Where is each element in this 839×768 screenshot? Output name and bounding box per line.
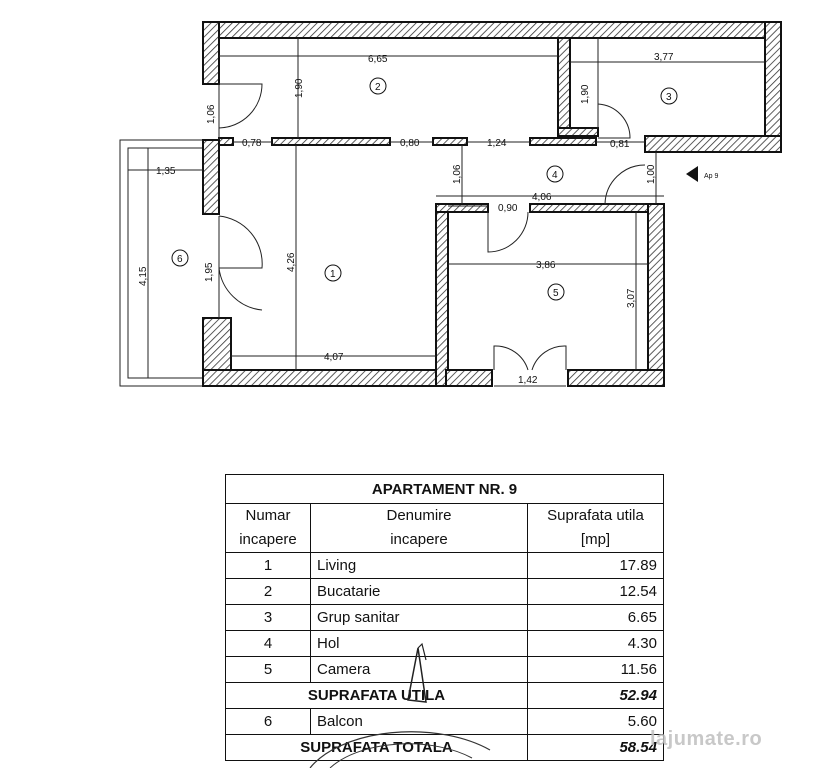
dim-label: 3,77 xyxy=(654,52,674,63)
room-number-5: 5 xyxy=(553,288,559,299)
watermark: lajumate.ro xyxy=(650,728,763,750)
room-number-cell: 4 xyxy=(225,630,311,657)
header-line: incapere xyxy=(390,531,448,548)
dim-label: 4,15 xyxy=(138,266,149,286)
room-name-cell: Grup sanitar xyxy=(310,604,528,631)
dim-label: 0,81 xyxy=(610,139,630,150)
dim-label: 0,90 xyxy=(498,203,518,214)
dim-label: 3,86 xyxy=(536,260,556,271)
dim-label: 1,42 xyxy=(518,375,538,386)
walls xyxy=(202,21,782,387)
dim-label: 4,07 xyxy=(324,352,344,363)
room-area-cell: 5.60 xyxy=(527,708,664,735)
table-row: 3 Grup sanitar 6.65 xyxy=(225,604,664,631)
header-line: Denumire xyxy=(386,507,452,524)
room-area-cell: 17.89 xyxy=(527,552,664,579)
floor-plan: 6,65 1,90 3,77 1,90 1,06 0,78 0,80 1,24 … xyxy=(119,21,782,387)
dimension-labels: 6,65 1,90 3,77 1,90 1,06 0,78 0,80 1,24 … xyxy=(138,52,674,386)
table-row: 5 Camera 11.56 xyxy=(225,656,664,683)
room-name-cell: Bucatarie xyxy=(310,578,528,605)
room-area-cell: 12.54 xyxy=(527,578,664,605)
room-number-2: 2 xyxy=(375,82,381,93)
table-title: APARTAMENT NR. 9 xyxy=(225,474,664,504)
dim-label: 4,26 xyxy=(286,252,297,272)
header-line: incapere xyxy=(239,531,297,548)
dim-label: 1,35 xyxy=(156,166,176,177)
dim-label: 1,90 xyxy=(580,84,591,104)
room-area-cell: 11.56 xyxy=(527,656,664,683)
table-row: 2 Bucatarie 12.54 xyxy=(225,578,664,605)
room-area-cell: 6.65 xyxy=(527,604,664,631)
entrance-marker: Ap 9 xyxy=(686,166,719,182)
room-number-1: 1 xyxy=(330,269,336,280)
room-number-4: 4 xyxy=(552,170,558,181)
col-header-name: Denumire incapere xyxy=(310,503,528,553)
room-number-cell: 2 xyxy=(225,578,311,605)
dim-label: 3,07 xyxy=(626,288,637,308)
balcony-outline xyxy=(119,139,203,387)
apartment-area-table: APARTAMENT NR. 9 Numar incapere Denumire… xyxy=(225,474,664,761)
total-value: 58.54 xyxy=(527,734,664,761)
subtotal-value: 52.94 xyxy=(527,682,664,709)
dim-label: 0,80 xyxy=(400,138,420,149)
room-name-cell: Living xyxy=(310,552,528,579)
entrance-label: Ap 9 xyxy=(704,173,719,180)
room-number-cell: 3 xyxy=(225,604,311,631)
room-name-cell: Camera xyxy=(310,656,528,683)
room-number-cell: 5 xyxy=(225,656,311,683)
room-markers: 2 3 4 6 1 5 xyxy=(171,77,678,301)
dim-label: 0,78 xyxy=(242,138,262,149)
dim-label: 1,90 xyxy=(294,78,305,98)
header-line: [mp] xyxy=(580,531,611,548)
room-area-cell: 4.30 xyxy=(527,630,664,657)
room-number-cell: 6 xyxy=(225,708,311,735)
room-number-cell: 1 xyxy=(225,552,311,579)
header-line: Numar xyxy=(245,507,291,524)
col-header-area: Suprafata utila [mp] xyxy=(527,503,664,553)
col-header-number: Numar incapere xyxy=(225,503,311,553)
dim-label: 4,06 xyxy=(532,192,552,203)
table-row: 4 Hol 4.30 xyxy=(225,630,664,657)
dim-label: 6,65 xyxy=(368,54,388,65)
dim-label: 1,24 xyxy=(487,138,507,149)
room-name-cell: Balcon xyxy=(310,708,528,735)
room-number-6: 6 xyxy=(177,254,183,265)
dim-label: 1,95 xyxy=(204,262,215,282)
room-name-cell: Hol xyxy=(310,630,528,657)
dim-label: 1,06 xyxy=(206,104,217,124)
header-line: Suprafata utila xyxy=(547,507,644,524)
total-label: SUPRAFATA TOTALA xyxy=(225,734,528,761)
dim-label: 1,00 xyxy=(646,164,657,184)
doors xyxy=(218,83,646,387)
dimension-lines xyxy=(128,38,765,378)
subtotal-row: SUPRAFATA UTILA 52.94 xyxy=(225,682,664,709)
entrance-arrow-icon xyxy=(686,166,698,182)
table-row: 6 Balcon 5.60 xyxy=(225,708,664,735)
room-number-3: 3 xyxy=(666,92,672,103)
dim-label: 1,06 xyxy=(452,164,463,184)
table-row: 1 Living 17.89 xyxy=(225,552,664,579)
total-row: SUPRAFATA TOTALA 58.54 xyxy=(225,734,664,761)
subtotal-label: SUPRAFATA UTILA xyxy=(225,682,528,709)
